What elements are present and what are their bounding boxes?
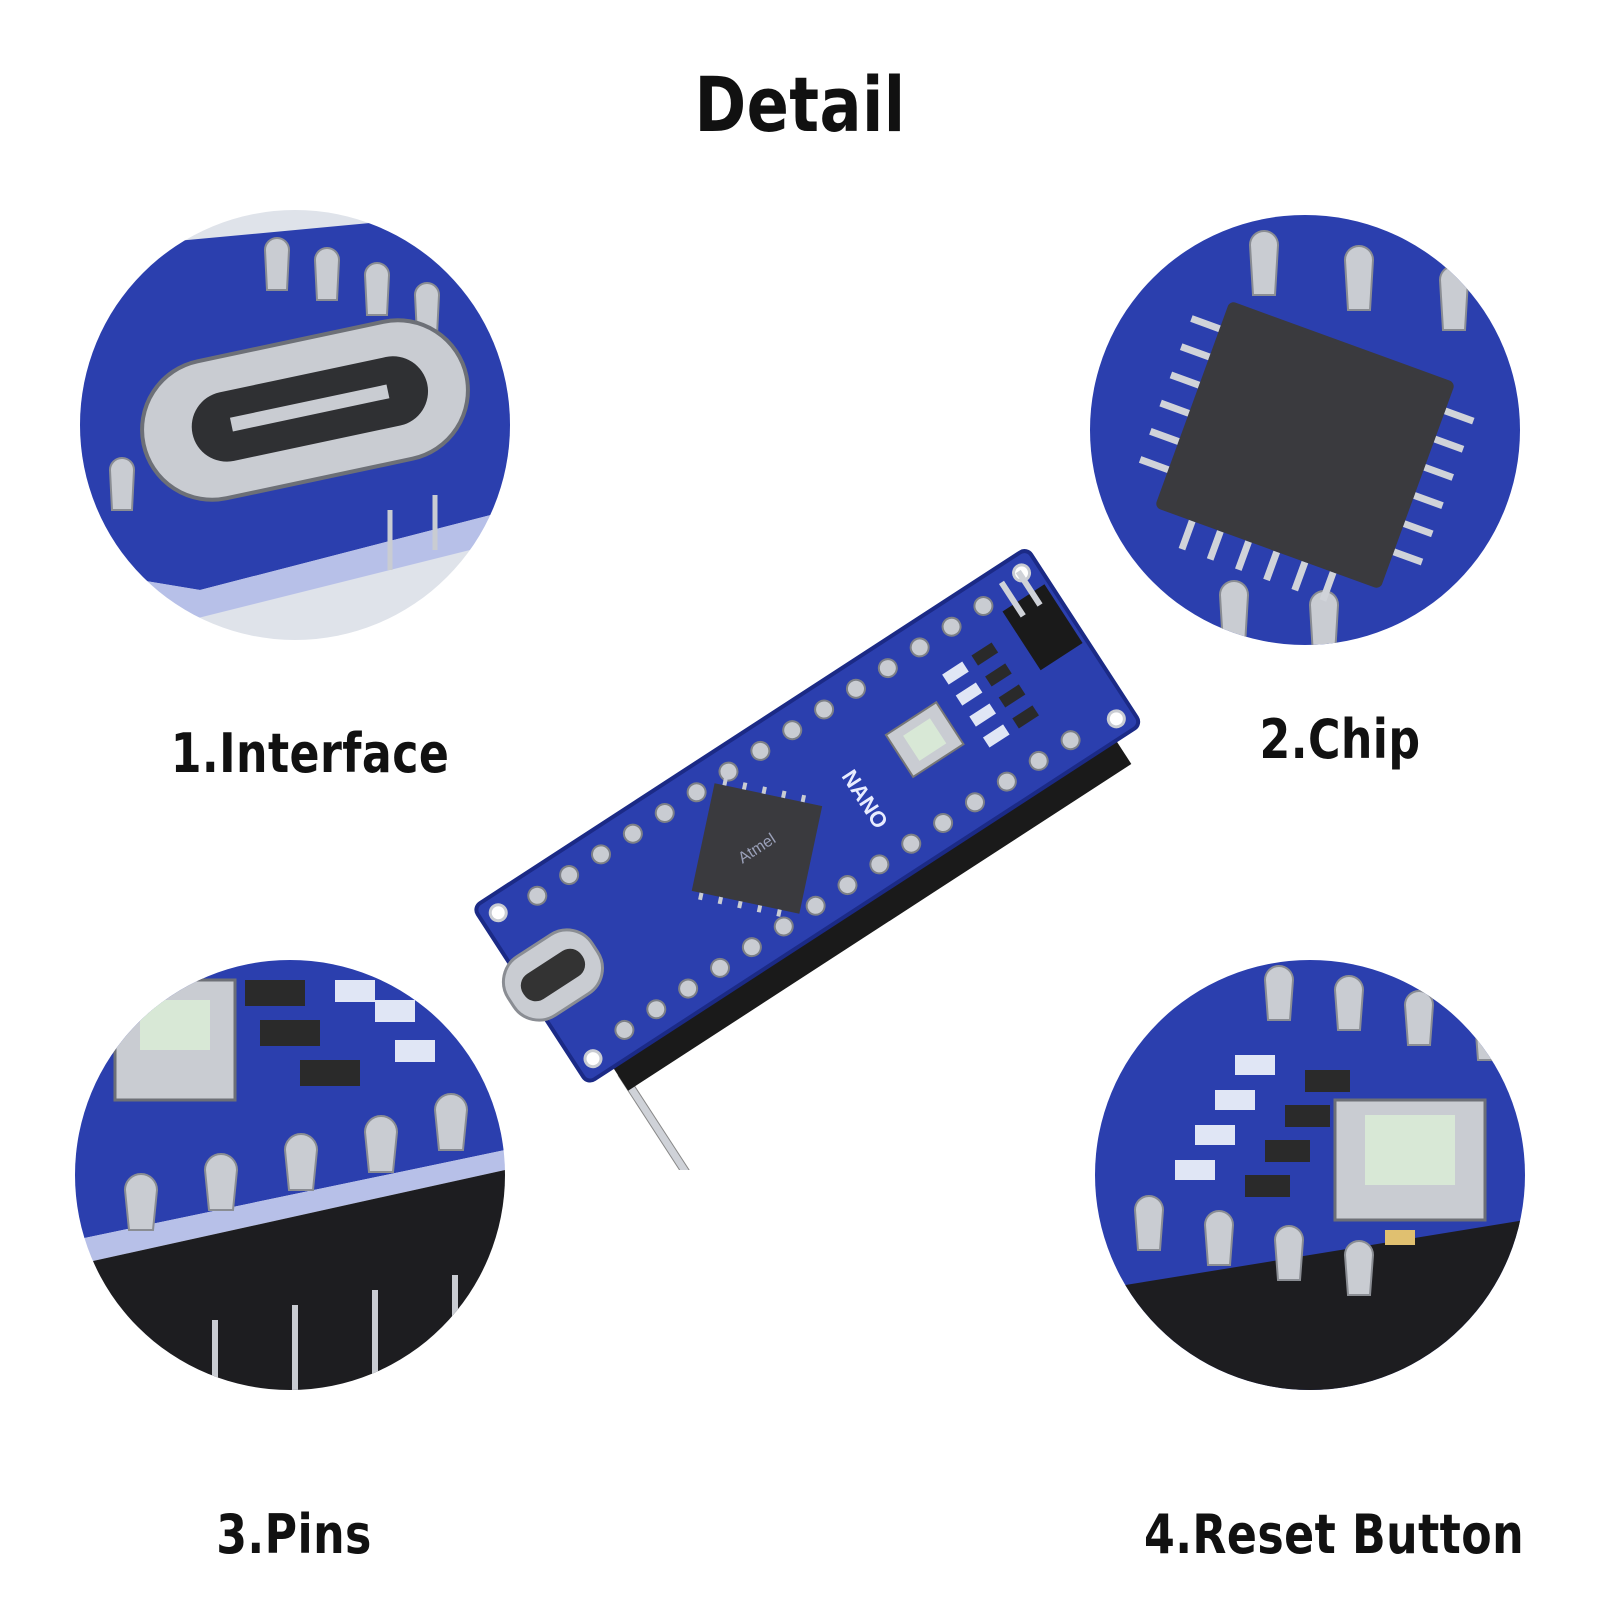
header-pin [837, 875, 858, 896]
header-pin [941, 616, 962, 637]
header-pin [805, 895, 826, 916]
header-pin [622, 823, 643, 844]
header-pin [773, 916, 794, 937]
header-pin [845, 678, 866, 699]
header-pin [996, 771, 1017, 792]
nano-board-image: Atmel NANO [430, 490, 1190, 1170]
header-pin [869, 854, 890, 875]
pins-closeup [75, 960, 505, 1390]
header-pin [973, 596, 994, 617]
header-pin [614, 1019, 635, 1040]
header-pin [877, 658, 898, 679]
interface-closeup [80, 210, 510, 640]
header-pin [591, 844, 612, 865]
reset-button-closeup [1095, 960, 1525, 1390]
page-title: Detail [694, 60, 906, 149]
header-pin [686, 782, 707, 803]
feature-label-reset-button: 4.Reset Button [1143, 1503, 1525, 1566]
header-pin [654, 802, 675, 823]
header-pin [964, 792, 985, 813]
feature-label-pins: 3.Pins [216, 1503, 372, 1566]
header-pin [741, 937, 762, 958]
header-pin [909, 637, 930, 658]
header-pin [1060, 730, 1081, 751]
header-pin [814, 699, 835, 720]
header-pin [933, 812, 954, 833]
header-pin [710, 957, 731, 978]
header-pin [559, 865, 580, 886]
header-pin [1028, 750, 1049, 771]
header-pin [782, 720, 803, 741]
header-pin [646, 999, 667, 1020]
header-pin [527, 885, 548, 906]
feature-label-chip: 2.Chip [1259, 708, 1421, 771]
header-pin [718, 761, 739, 782]
header-pin [750, 740, 771, 761]
chip-closeup [1090, 215, 1520, 645]
header-pin [678, 978, 699, 999]
header-pin [901, 833, 922, 854]
feature-label-interface: 1.Interface [170, 722, 450, 785]
